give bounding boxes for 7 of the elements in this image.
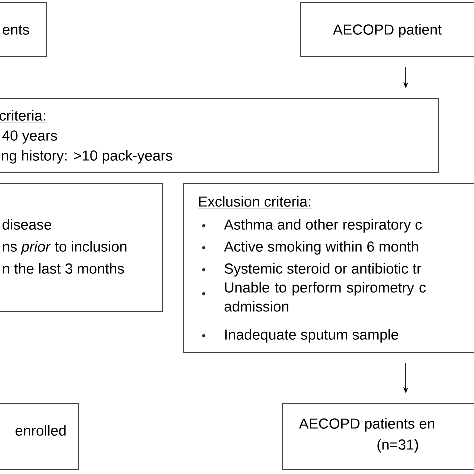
flow-box: criteria: 40 years ng history: >10 pack-years bbox=[0, 98, 440, 174]
flow-box: AECOPD patient bbox=[300, 2, 474, 58]
flow-box: AECOPD patients en (n=31) bbox=[282, 404, 474, 470]
flow-box: enrolled bbox=[0, 404, 80, 470]
flow-box: Exclusion criteria: Asthma and other respiratory c Active smoking within 6 month Systemic steroid or antibiotic tr Unable to perform spirometry c admission Inadequate sputum sample bbox=[184, 184, 474, 354]
flow-box: ents bbox=[0, 2, 48, 58]
flow-box: disease ns prior to inclusion n the last 3 months bbox=[0, 184, 164, 312]
